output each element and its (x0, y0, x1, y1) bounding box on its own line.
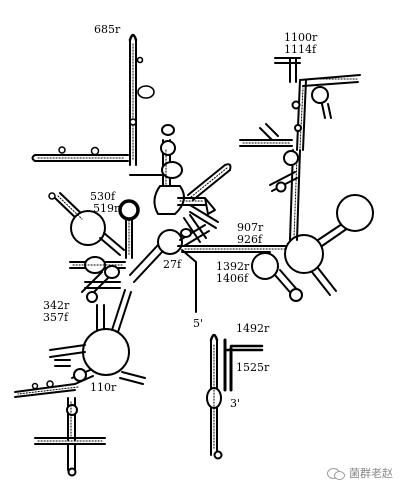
helix-central-right (177, 245, 291, 253)
label-907r: 907r (237, 221, 264, 234)
label-530f: 530f (90, 190, 116, 203)
label-27f: 27f (163, 258, 182, 271)
label-926f: 926f (237, 233, 263, 246)
junction-27f (129, 224, 210, 283)
helix-342 (81, 271, 109, 331)
label-342r: 342r (43, 299, 70, 312)
label-1406f: 1406f (216, 272, 249, 285)
helix-right-middle (239, 123, 299, 193)
junction-right (251, 149, 374, 302)
helix-right-upper (274, 57, 361, 151)
helix-left-upper (31, 154, 129, 162)
helix-left-loops (69, 256, 126, 289)
helix-left-middle (54, 192, 125, 256)
label-1392r: 1392r (216, 260, 250, 273)
helix-685-loops (129, 56, 155, 126)
label-1100r: 1100r (284, 31, 318, 44)
watermark-text: 菌群老赵 (349, 467, 393, 480)
helix-530 (118, 199, 140, 259)
helix-central-upper (153, 124, 185, 215)
helix-central-diagonal (187, 163, 232, 201)
helix-lower-connector (111, 289, 132, 333)
watermark: 菌群老赵 (327, 465, 393, 481)
label-110r: 110r (90, 381, 117, 394)
label-357f: 357f (43, 311, 69, 324)
helix-685 (128, 33, 166, 176)
label-1114f: 1114f (284, 43, 317, 56)
label-519r: 519r (93, 202, 120, 215)
strand-5prime (181, 249, 197, 313)
label-1525r: 1525r (236, 361, 270, 374)
wechat-icon (327, 467, 345, 480)
label-3prime: 3' (230, 397, 241, 410)
label-1492r: 1492r (236, 322, 270, 335)
helix-lower (34, 397, 106, 477)
junction-110 (14, 328, 146, 398)
label-685r: 685r (94, 23, 121, 36)
label-5prime: 5' (193, 317, 204, 330)
